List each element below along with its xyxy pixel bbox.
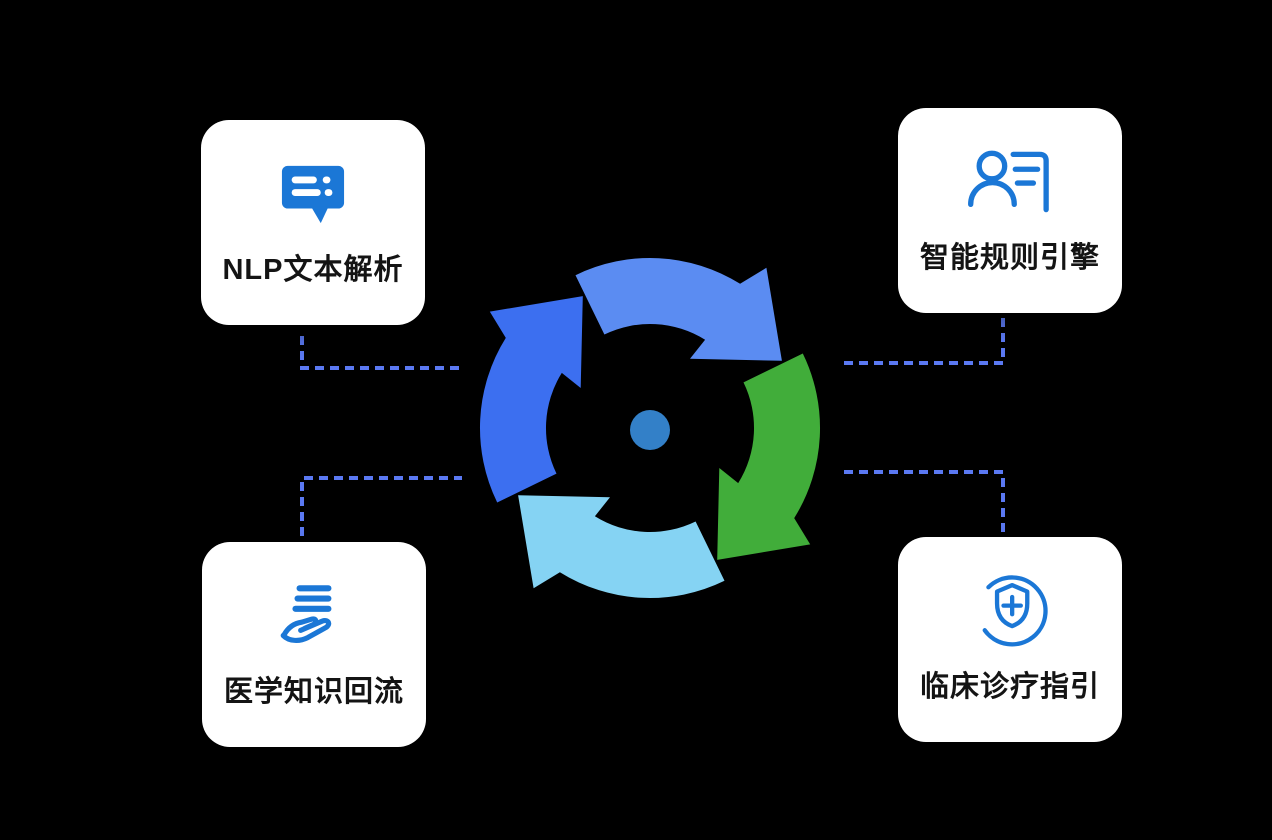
connector-bottom-right	[842, 470, 1005, 532]
connector-top-left	[300, 336, 462, 370]
feature-card-label: 医学知识回流	[223, 675, 404, 708]
feature-card-label: NLP文本解析	[222, 253, 404, 286]
shield-medical-icon	[966, 574, 1054, 647]
cycle-arrow-left	[479, 296, 583, 503]
connector-top-right	[842, 318, 1005, 365]
cycle-arrow-top	[575, 257, 782, 361]
feature-card-label: 临床诊疗指引	[919, 670, 1100, 703]
feature-card-nlp: NLP文本解析	[201, 120, 425, 325]
person-rules-icon	[962, 146, 1058, 218]
hub-dot	[630, 410, 670, 450]
hand-knowledge-icon	[275, 580, 353, 652]
cycle-arrows-group	[479, 257, 821, 599]
connector-bottom-left	[300, 476, 462, 536]
feature-card-knowledge: 医学知识回流	[202, 542, 426, 747]
cycle-arrow-bottom	[518, 495, 725, 599]
feature-card-label: 智能规则引擎	[919, 241, 1100, 274]
feature-card-clinical: 临床诊疗指引	[898, 537, 1122, 742]
chat-message-icon	[274, 158, 352, 230]
feature-card-rules: 智能规则引擎	[898, 108, 1122, 313]
cycle-arrow-right	[717, 353, 821, 560]
